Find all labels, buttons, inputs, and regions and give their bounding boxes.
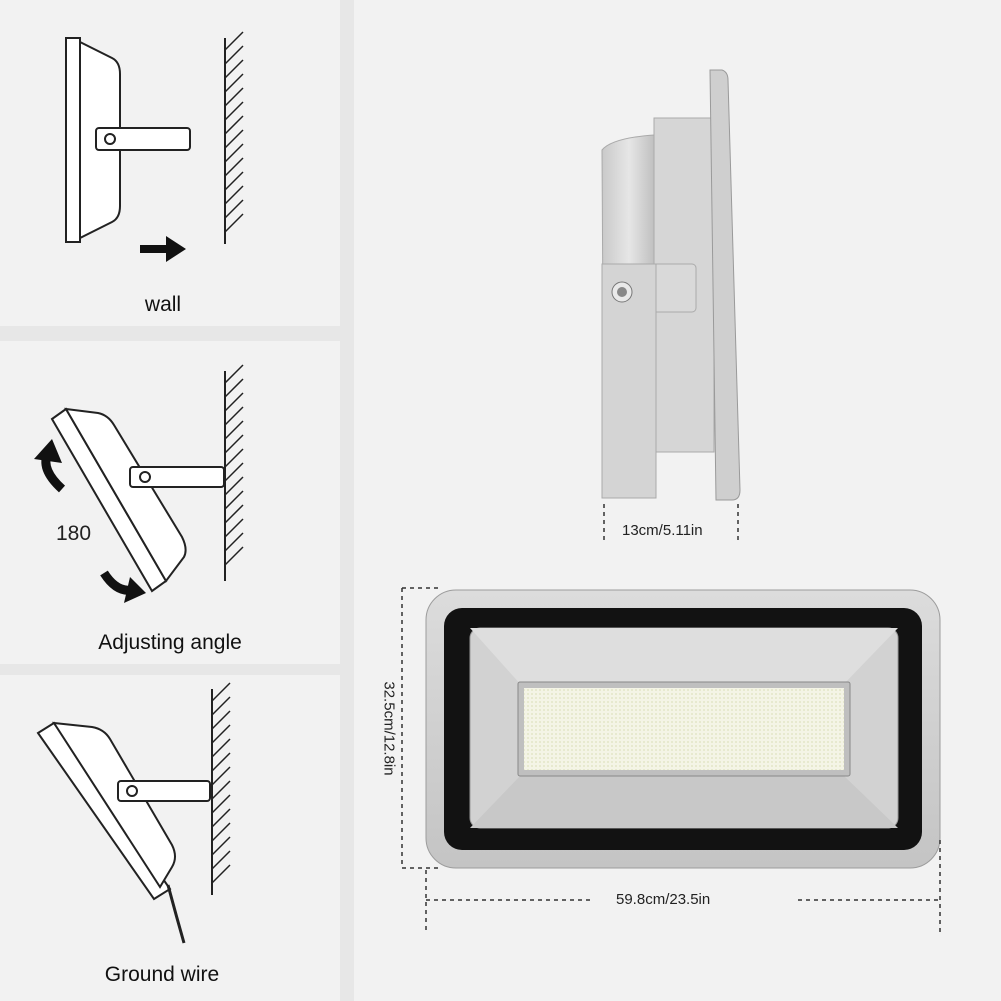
width-dimension-lines: [425, 840, 941, 934]
caption-ground-wire: Ground wire: [104, 963, 220, 986]
panel-ground: Ground wire: [0, 675, 340, 1001]
floodlight-photos: [401, 69, 941, 934]
height-label: 32.5cm/12.8in: [380, 681, 398, 776]
panel-wall: wall: [0, 0, 340, 326]
floodlight-front-view: [425, 589, 941, 869]
adjust-angle-diagram: [34, 364, 244, 603]
wall-hatch-icon: [224, 364, 244, 581]
arrow-right-icon: [140, 236, 186, 262]
wall-hatch-icon: [224, 31, 244, 244]
ground-wire-diagram: [36, 682, 231, 944]
floodlight-side-view: [601, 69, 741, 501]
angle-label: 180: [56, 522, 92, 545]
product-area: 13cm/5.11in 32.5cm/12.8in 59.8cm/23.5in: [354, 0, 1001, 1001]
width-label: 59.8cm/23.5in: [616, 891, 711, 908]
panel-adjust: 180 Adjusting angle: [0, 341, 340, 664]
wall-mount-diagram: [65, 31, 244, 262]
ground-wire-icon: [166, 884, 186, 944]
rotate-up-arrow-icon: [34, 439, 66, 493]
caption-adjusting-angle: Adjusting angle: [98, 631, 242, 654]
height-dimension-lines: [401, 587, 440, 869]
depth-label: 13cm/5.11in: [622, 522, 703, 539]
wall-hatch-icon: [211, 682, 231, 895]
depth-dimension-lines: [603, 504, 739, 544]
caption-wall: wall: [144, 293, 182, 316]
floodlight-tilted-icon: [50, 407, 225, 593]
floodlight-angled-icon: [36, 721, 211, 901]
rotate-down-arrow-icon: [100, 570, 146, 603]
floodlight-side-icon: [65, 37, 191, 243]
